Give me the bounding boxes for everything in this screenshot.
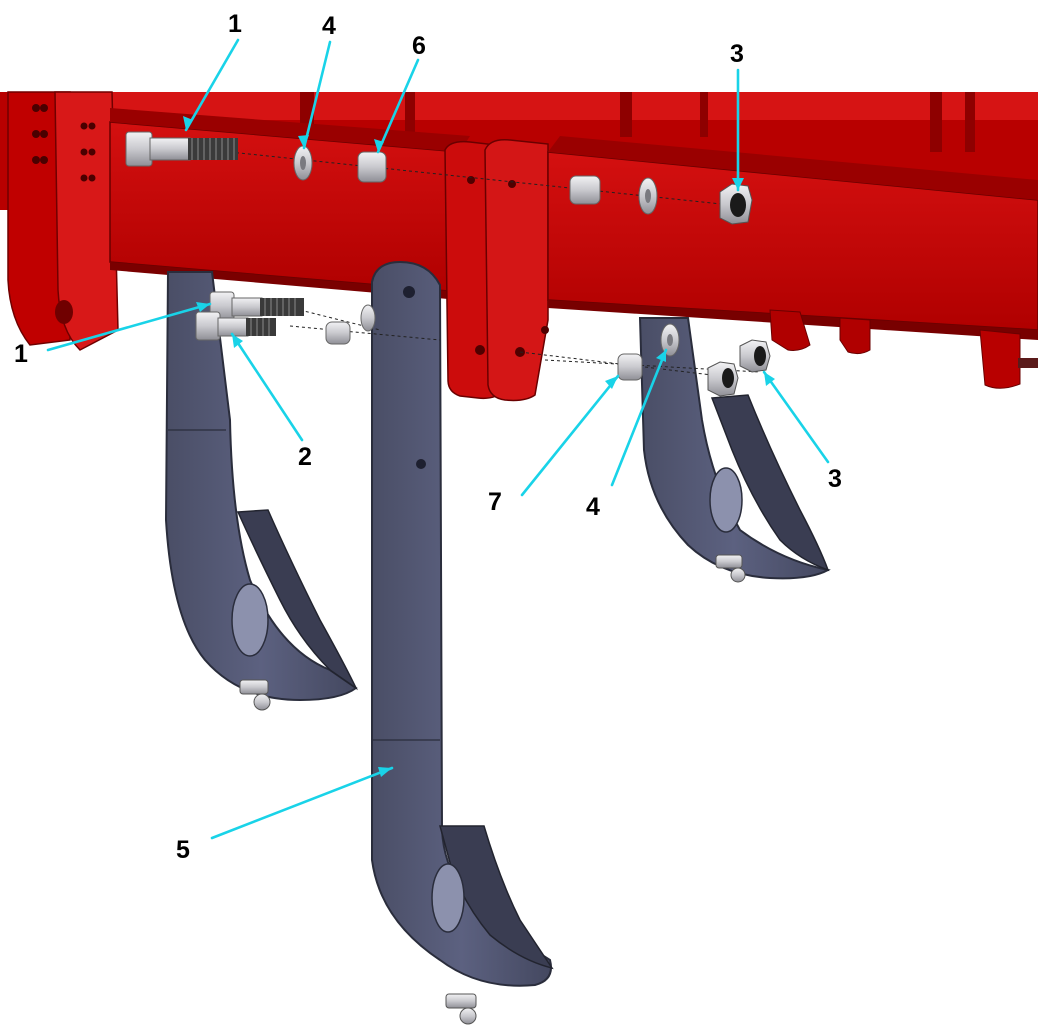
leader-4-upper — [302, 40, 332, 150]
leader-7 — [520, 374, 620, 497]
frame-left-inner-plate — [54, 91, 119, 351]
frame-right-pin — [1018, 358, 1038, 368]
callout-label-6: 6 — [412, 32, 426, 60]
leader-1-lower — [46, 302, 212, 352]
tine-left-fastener — [239, 679, 271, 711]
leader-6 — [376, 58, 420, 154]
frame-center-bracket-front — [484, 138, 549, 402]
frame — [0, 91, 1038, 402]
frame-post — [700, 92, 708, 137]
lower-right-spacer — [617, 353, 643, 381]
upper-spacer — [357, 151, 387, 183]
callout-leaders — [46, 38, 830, 840]
callout-label-5: 5 — [176, 836, 190, 864]
callout-label-2: 2 — [298, 443, 312, 471]
lower-bolt-upper — [209, 291, 304, 321]
callout-label-4-lower: 4 — [586, 493, 600, 521]
tine-right — [638, 317, 831, 583]
frame-post — [930, 92, 942, 152]
upper-right-spacer — [569, 175, 601, 205]
leader-3-lower — [762, 370, 830, 464]
upper-bolt — [125, 131, 238, 167]
leader-5 — [210, 766, 394, 840]
leader-4-lower — [610, 348, 668, 487]
leader-2 — [230, 332, 304, 442]
frame-post — [965, 92, 975, 152]
frame-post — [405, 92, 415, 132]
callout-label-7: 7 — [488, 488, 502, 516]
tine-left — [164, 271, 358, 711]
frame-right-end-bracket — [979, 329, 1021, 389]
frame-post — [620, 92, 632, 137]
frame-right-lower-bracket — [769, 309, 811, 351]
callout-label-3-lower: 3 — [828, 465, 842, 493]
callout-arrowheads — [183, 116, 775, 777]
tine-front — [371, 260, 554, 1025]
leader-1-upper — [184, 38, 240, 132]
callout-label-4-upper: 4 — [322, 12, 336, 40]
frame-left-holes — [32, 104, 96, 324]
lower-bolt-lower — [195, 311, 276, 341]
tine-right-fastener — [715, 554, 746, 583]
tine-front-fastener — [445, 993, 477, 1025]
lower-left-spacer — [325, 321, 351, 345]
lower-left-washer — [360, 304, 376, 332]
callout-label-1-lower: 1 — [14, 340, 28, 368]
frame-beam-right-top — [548, 136, 1038, 200]
frame-right-lower-bracket — [839, 317, 871, 355]
frame-left-end-plate — [7, 91, 71, 346]
frame-bracket-holes — [467, 176, 549, 357]
callout-label-3-upper: 3 — [730, 40, 744, 68]
callout-label-1-upper: 1 — [228, 10, 242, 38]
